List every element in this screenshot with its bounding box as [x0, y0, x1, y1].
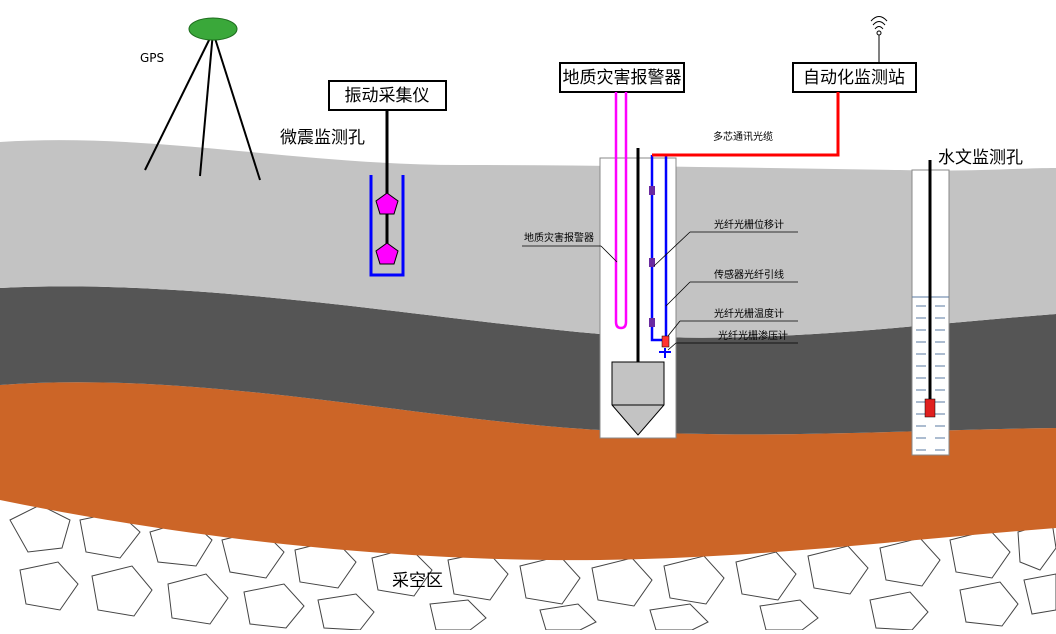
multicore-cable-label: 多芯通讯光缆: [713, 130, 773, 143]
gps-station: GPS: [140, 17, 261, 181]
microseismic-hole: 振动采集仪 微震监测孔: [280, 80, 447, 277]
gps-tripod: [144, 31, 261, 181]
fbg-displacement-label: 光纤光栅位移计: [714, 218, 784, 231]
geo-hazard-borehole: 地质灾害报警器 地质灾害报警器 光纤光栅位移计 传感器光纤引线 光纤光栅温度计: [522, 62, 798, 439]
wifi-signal-icon: [870, 16, 888, 36]
alarm-u-tube: [614, 92, 628, 330]
microseismic-borehole: [369, 175, 405, 277]
water-level-sensor-icon: [924, 398, 936, 418]
piezometer-icon: [659, 348, 671, 358]
dark-layer: [0, 286, 1056, 435]
sensor-fiber-lead-label: 传感器光纤引线: [714, 268, 784, 281]
sensor-pentagon-icon: [375, 242, 399, 265]
hydro-hole: 水文监测孔: [911, 148, 1023, 456]
orange-layer: [0, 382, 1056, 561]
vibration-collector-box: [328, 80, 447, 111]
geo-alarm-label: 地质灾害报警器: [563, 68, 682, 88]
fbg-temperature-label: 光纤光栅温度计: [714, 307, 784, 320]
fiber-lead: [650, 155, 668, 342]
geo-alarm-box: [559, 62, 685, 93]
auto-station-label: 自动化监测站: [803, 68, 905, 88]
auto-station-box: [792, 62, 917, 93]
hydro-hole-label: 水文监测孔: [938, 148, 1023, 168]
gray-layer: [0, 140, 1056, 338]
water-fill: [912, 296, 949, 451]
gps-label: GPS: [140, 51, 164, 65]
probe: [611, 361, 665, 436]
auto-monitoring-station: 自动化监测站 多芯通讯光缆: [652, 16, 917, 157]
vibration-collector-label: 振动采集仪: [345, 86, 430, 106]
multicore-cable-line: [652, 92, 840, 157]
temperature-sensor-icon: [661, 335, 670, 348]
sensor-pentagon-icon: [375, 192, 399, 215]
goaf-label: 采空区: [392, 571, 443, 591]
gps-antenna-icon: [188, 17, 238, 41]
fbg-piezometer-label: 光纤光栅渗压计: [718, 329, 788, 342]
microseismic-hole-label: 微震监测孔: [280, 128, 365, 148]
fbg-displacement-marks: [649, 186, 655, 327]
geo-alarm-small-label: 地质灾害报警器: [524, 231, 594, 244]
